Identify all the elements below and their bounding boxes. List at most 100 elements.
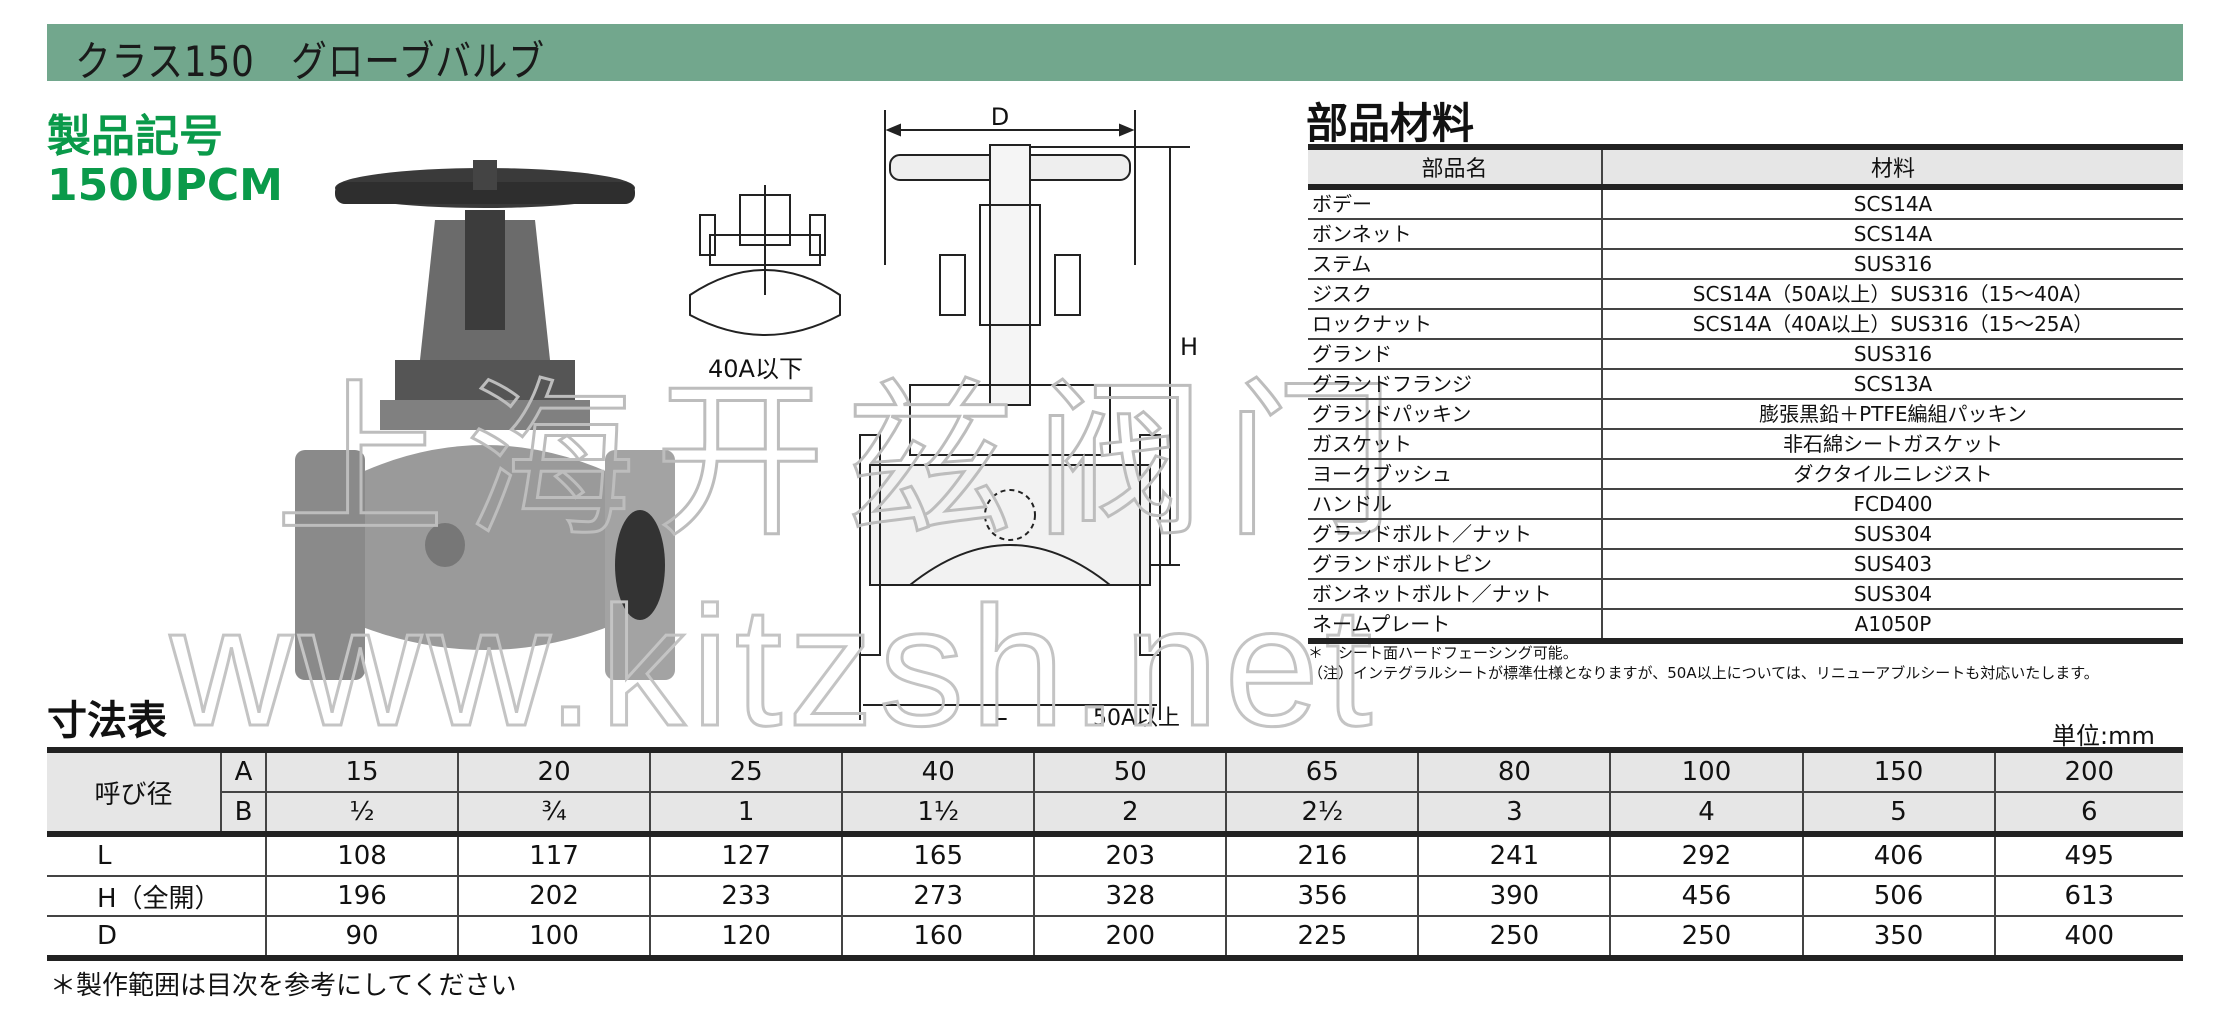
material-cell: SUS304 <box>1602 519 2183 550</box>
size-a-cell: 150 <box>1801 749 1996 793</box>
dimension-cell: 390 <box>1417 875 1612 917</box>
dimension-cell: 250 <box>1609 915 1804 959</box>
material-cell: ダクタイルニレジスト <box>1602 459 2183 490</box>
material-cell: SCS14A（40A以上）SUS316（15〜25A） <box>1602 309 2183 340</box>
dimension-cell: 117 <box>457 831 652 877</box>
nominal-size-label: 呼び径 <box>47 749 222 835</box>
small-drawing-caption: 40A以下 <box>708 355 803 383</box>
part-name-cell: ヨークブッシュ <box>1308 459 1603 490</box>
unit-label: 単位:mm <box>2052 722 2155 750</box>
dim-d-label: D <box>991 103 1009 131</box>
part-name-cell: ボンネット <box>1308 219 1603 250</box>
dim-l-label: L <box>993 698 1007 726</box>
row-label: L <box>47 831 267 877</box>
size-a-cell: 100 <box>1609 749 1804 793</box>
part-name-cell: ボデー <box>1308 187 1603 220</box>
size-a-cell: 200 <box>1993 749 2183 793</box>
part-name-cell: グランド <box>1308 339 1603 370</box>
product-code-value: 150UPCM <box>47 160 283 211</box>
dim-h-label: H <box>1180 333 1198 361</box>
size-b-cell: 5 <box>1801 791 1996 835</box>
row-label: D <box>47 915 267 959</box>
dimension-cell: 250 <box>1417 915 1612 959</box>
table-row: ネームプレート A1050P <box>1308 609 2183 641</box>
size-a-cell: 80 <box>1417 749 1612 793</box>
material-cell: SUS304 <box>1602 579 2183 610</box>
material-cell: SCS14A <box>1602 219 2183 250</box>
page-title: クラス150 グローブバルブ <box>75 37 545 86</box>
section-drawing-small: 40A以下 <box>689 185 841 383</box>
part-name-cell: グランドパッキン <box>1308 399 1603 430</box>
dimension-cell: 196 <box>264 875 460 917</box>
part-name-cell: ステム <box>1308 249 1603 280</box>
dimension-cell: 120 <box>649 915 844 959</box>
material-cell: A1050P <box>1854 612 1932 636</box>
part-name-cell: ガスケット <box>1308 429 1603 460</box>
dimension-cell: 216 <box>1225 831 1420 877</box>
dimension-cell: 350 <box>1801 915 1996 959</box>
size-b-cell: 2 <box>1033 791 1228 835</box>
size-b-cell: 1½ <box>841 791 1036 835</box>
dimension-cell: 127 <box>649 831 844 877</box>
size-b-label: B <box>221 791 267 835</box>
table-row: グランドパッキン膨張黒鉛＋PTFE編組パッキン <box>1308 399 2183 430</box>
note-hardfacing: ＊ シート面ハードフェーシング可能。 <box>1308 644 1578 662</box>
dimension-cell: 292 <box>1609 831 1804 877</box>
dimension-cell: 233 <box>649 875 844 917</box>
dimension-cell: 241 <box>1417 831 1612 877</box>
dimension-cell: 108 <box>264 831 460 877</box>
table-row: ヨークブッシュダクタイルニレジスト <box>1308 459 2183 490</box>
size-b-cell: 2½ <box>1225 791 1420 835</box>
dimension-cell: 200 <box>1033 915 1228 959</box>
part-name-cell: グランドボルト／ナット <box>1308 519 1603 550</box>
parts-materials-title: 部品材料 <box>1306 99 1475 148</box>
dimension-cell: 90 <box>264 915 460 959</box>
dimension-cell: 400 <box>1993 915 2183 959</box>
dimension-cell: 356 <box>1225 875 1420 917</box>
dimension-cell: 406 <box>1801 831 1996 877</box>
part-name-cell: グランドボルトピン <box>1308 549 1603 580</box>
size-b-cell: 4 <box>1609 791 1804 835</box>
section-drawing-main: D H L 50A以上 <box>859 103 1198 731</box>
main-drawing-caption: 50A以上 <box>1093 706 1180 731</box>
dimension-cell: 165 <box>841 831 1036 877</box>
part-name-cell: グランドフランジ <box>1308 369 1603 400</box>
row-label: H（全開） <box>47 875 267 917</box>
size-a-label: A <box>220 749 267 793</box>
part-name-cell: ロックナット <box>1308 309 1603 340</box>
material-cell: 膨張黒鉛＋PTFE編組パッキン <box>1602 399 2183 430</box>
material-cell: FCD400 <box>1602 489 2183 520</box>
material-cell: SUS316 <box>1602 339 2183 370</box>
material-cell: SUS403 <box>1602 549 2183 580</box>
material-cell: SCS14A（50A以上）SUS316（15〜40A） <box>1602 279 2183 310</box>
part-name-cell: ジスク <box>1308 279 1603 310</box>
material-cell: 非石綿シートガスケット <box>1602 429 2183 460</box>
size-a-cell: 50 <box>1033 749 1228 793</box>
product-code-label: 製品記号 <box>47 111 223 162</box>
dimension-cell: 225 <box>1225 915 1420 959</box>
size-a-cell: 40 <box>841 749 1036 793</box>
material-cell: SUS316 <box>1602 249 2183 280</box>
size-b-cell: ½ <box>264 791 460 835</box>
dimension-cell: 613 <box>1993 875 2183 917</box>
dimension-cell: 273 <box>841 875 1036 917</box>
dimension-cell: 202 <box>457 875 652 917</box>
dimension-cell: 100 <box>457 915 652 959</box>
part-name-cell: ネームプレート <box>1308 609 1603 641</box>
dimension-cell: 328 <box>1033 875 1228 917</box>
material-cell: SCS13A <box>1602 369 2183 400</box>
title-banner: クラス150 グローブバルブ <box>47 24 2183 86</box>
size-a-cell: 65 <box>1225 749 1420 793</box>
